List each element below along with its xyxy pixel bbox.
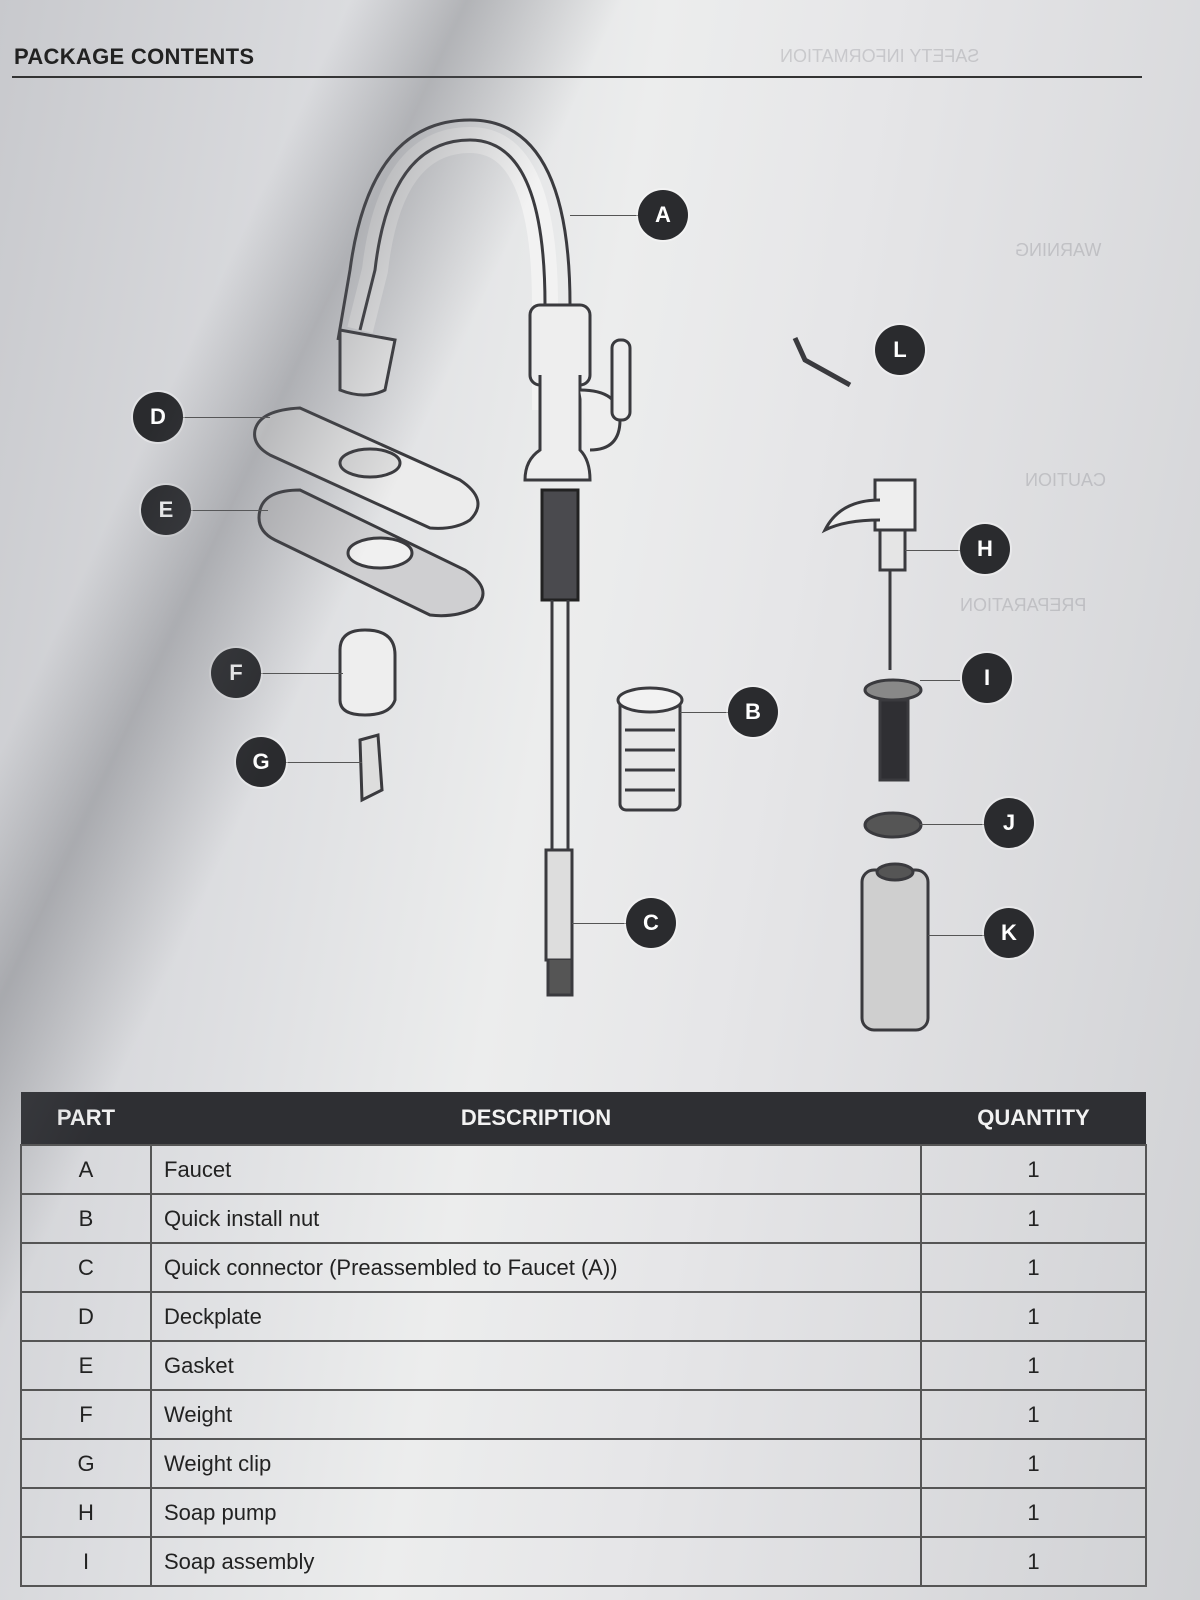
- callout-e: E: [141, 485, 191, 535]
- parts-illustration: [253, 118, 930, 1032]
- callout-i: I: [962, 653, 1012, 703]
- weight-drawing: [338, 628, 397, 717]
- table-row: G Weight clip 1: [20, 1438, 1147, 1489]
- quantity-cell: 1: [920, 1340, 1147, 1391]
- callout-c: C: [626, 898, 676, 948]
- soap-bottle-drawing: [860, 868, 930, 1032]
- quantity-cell: 1: [920, 1193, 1147, 1244]
- table-row: A Faucet 1: [20, 1144, 1147, 1195]
- callout-b: B: [728, 687, 778, 737]
- column-header-quantity: QUANTITY: [921, 1092, 1146, 1145]
- callout-a: A: [638, 190, 688, 240]
- callout-g: G: [236, 737, 286, 787]
- leader-line: [928, 935, 985, 936]
- title-rule: [12, 76, 1142, 78]
- quantity-cell: 1: [920, 1389, 1147, 1440]
- part-cell: B: [20, 1193, 152, 1244]
- part-cell: D: [20, 1291, 152, 1342]
- description-cell: Quick connector (Preassembled to Faucet …: [150, 1242, 922, 1293]
- leader-line: [282, 762, 362, 763]
- table-row: I Soap assembly 1: [20, 1536, 1147, 1587]
- description-cell: Gasket: [150, 1340, 922, 1391]
- part-cell: G: [20, 1438, 152, 1489]
- description-cell: Soap assembly: [150, 1536, 922, 1587]
- leader-line: [570, 215, 640, 216]
- callout-l: L: [875, 325, 925, 375]
- description-cell: Soap pump: [150, 1487, 922, 1538]
- table-row: E Gasket 1: [20, 1340, 1147, 1391]
- page-title: PACKAGE CONTENTS: [14, 44, 255, 69]
- callout-j: J: [984, 798, 1034, 848]
- callout-f: F: [211, 648, 261, 698]
- quantity-cell: 1: [920, 1536, 1147, 1587]
- leader-line: [920, 824, 985, 825]
- parts-table: PART DESCRIPTION QUANTITY A Faucet 1 B Q…: [20, 1092, 1147, 1587]
- part-cell: F: [20, 1389, 152, 1440]
- soap-pump-drawing: [873, 478, 917, 532]
- description-cell: Faucet: [150, 1144, 922, 1195]
- table-header-row: PART DESCRIPTION QUANTITY: [21, 1092, 1146, 1145]
- part-cell: I: [20, 1536, 152, 1587]
- quantity-cell: 1: [920, 1144, 1147, 1195]
- table-row: D Deckplate 1: [20, 1291, 1147, 1342]
- exploded-parts-diagram: A B C D E F G H I J K L: [0, 90, 1200, 1070]
- weight-clip-drawing: [358, 733, 384, 803]
- part-cell: C: [20, 1242, 152, 1293]
- quantity-cell: 1: [920, 1291, 1147, 1342]
- leader-line: [920, 680, 960, 681]
- part-cell: E: [20, 1340, 152, 1391]
- description-cell: Quick install nut: [150, 1193, 922, 1244]
- quantity-cell: 1: [920, 1242, 1147, 1293]
- callout-k: K: [984, 908, 1034, 958]
- faucet-drawing: [336, 118, 632, 997]
- part-cell: A: [20, 1144, 152, 1195]
- table-row: F Weight 1: [20, 1389, 1147, 1440]
- table-row: B Quick install nut 1: [20, 1193, 1147, 1244]
- leader-line: [572, 923, 627, 924]
- quick-install-nut-drawing: [618, 698, 682, 812]
- quantity-cell: 1: [920, 1487, 1147, 1538]
- column-header-part: PART: [21, 1092, 151, 1145]
- description-cell: Weight: [150, 1389, 922, 1440]
- callout-h: H: [960, 524, 1010, 574]
- description-cell: Weight clip: [150, 1438, 922, 1489]
- soap-nut-drawing: [863, 811, 923, 839]
- leader-line: [258, 673, 343, 674]
- table-row: H Soap pump 1: [20, 1487, 1147, 1538]
- quantity-cell: 1: [920, 1438, 1147, 1489]
- table-row: C Quick connector (Preassembled to Fauce…: [20, 1242, 1147, 1293]
- bleed-through-text: SAFETY INFORMATION: [780, 46, 980, 66]
- leader-line: [180, 417, 270, 418]
- callout-d: D: [133, 392, 183, 442]
- leader-line: [680, 712, 730, 713]
- leader-line: [188, 510, 268, 511]
- column-header-description: DESCRIPTION: [151, 1092, 921, 1145]
- part-cell: H: [20, 1487, 152, 1538]
- leader-line: [905, 550, 960, 551]
- hex-key-drawing: [792, 336, 852, 388]
- description-cell: Deckplate: [150, 1291, 922, 1342]
